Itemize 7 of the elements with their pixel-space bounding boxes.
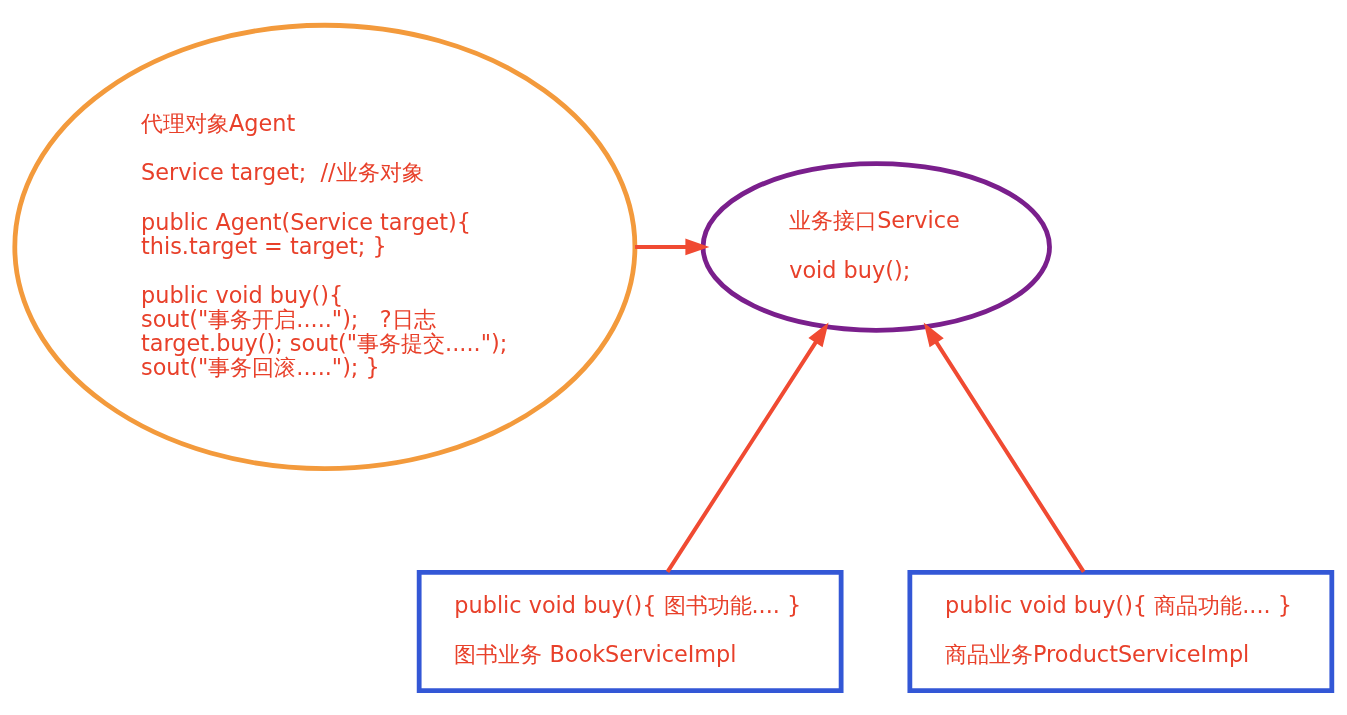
arrow bbox=[923, 321, 1086, 573]
node-ellipse: 代理对象Agent Service target; //业务对象 public Agent(Service target){ this.target = target; } public void buy(){ sout("事务开启....."); ?日志 target.buy(); sout("事务提交....."); sout("事务回滚....."); } bbox=[12, 22, 638, 471]
arrow bbox=[635, 238, 710, 255]
arrow bbox=[665, 322, 829, 573]
node-ellipse: 业务接口Service void buy(); bbox=[700, 160, 1052, 333]
node-box: public void buy(){ 图书功能.... } 图书业务 BookServiceImpl bbox=[416, 569, 844, 693]
node-box: public void buy(){ 商品功能.... } 商品业务ProductServiceImpl bbox=[907, 569, 1335, 693]
